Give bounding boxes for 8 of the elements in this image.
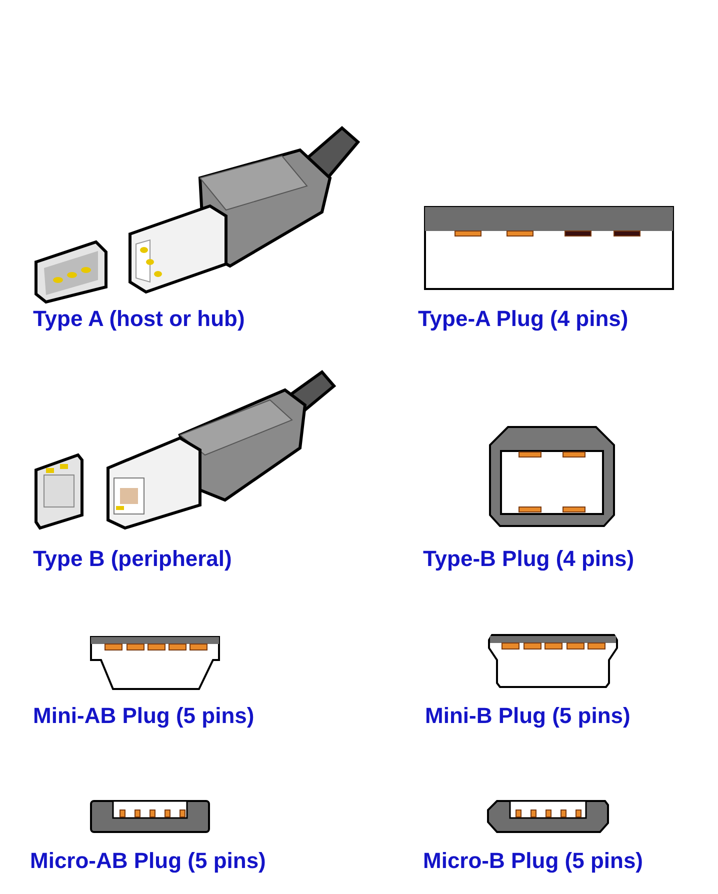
connector-caption: Mini-B Plug (5 pins) <box>425 703 630 729</box>
connector-caption: Mini-AB Plug (5 pins) <box>33 703 254 729</box>
connector-caption: Micro-B Plug (5 pins) <box>423 848 643 874</box>
connector-caption: Micro-AB Plug (5 pins) <box>30 848 266 874</box>
connector-caption: Type A (host or hub) <box>33 306 245 332</box>
connector-caption: Type-B Plug (4 pins) <box>423 546 634 572</box>
connector-caption: Type B (peripheral) <box>33 546 232 572</box>
connector-caption: Type-A Plug (4 pins) <box>418 306 628 332</box>
